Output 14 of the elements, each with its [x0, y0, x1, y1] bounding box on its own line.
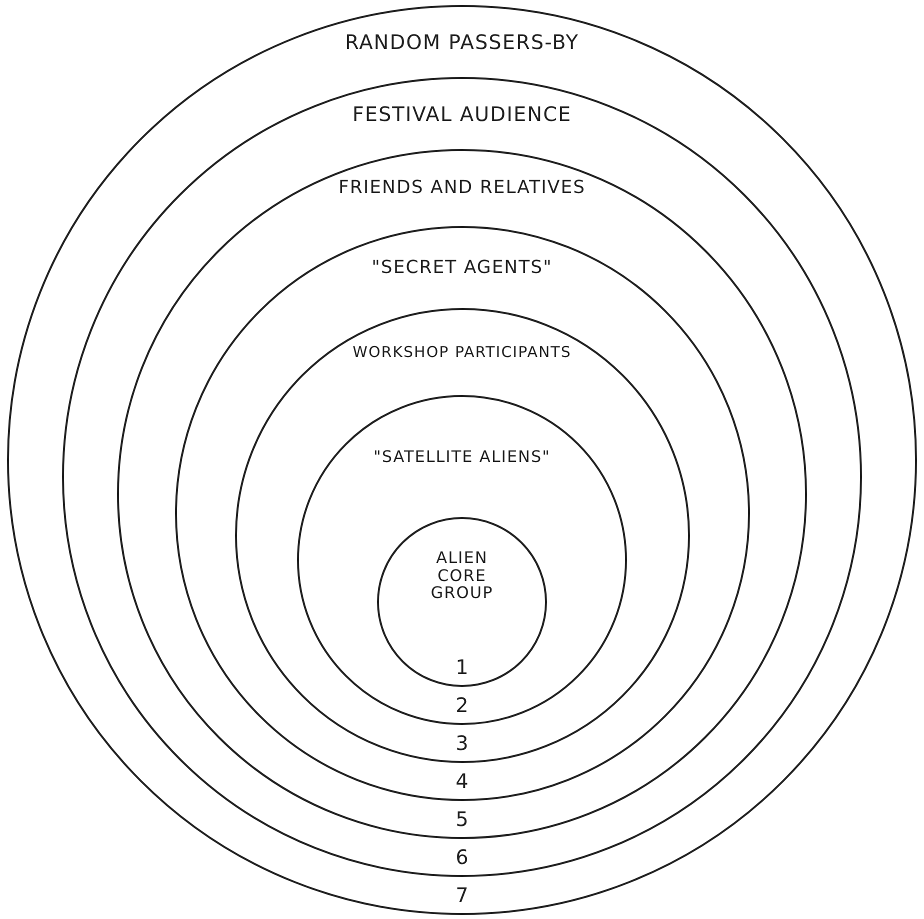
ring-label: FRIENDS AND RELATIVES: [337, 177, 587, 198]
ring-label: RANDOM PASSERS-BY: [344, 30, 580, 54]
ring-number: 1: [454, 654, 470, 678]
ring-label: ALIEN CORE GROUP: [430, 549, 494, 602]
ring-number: 5: [454, 806, 470, 830]
ring-label: "SECRET AGENTS": [370, 256, 554, 278]
ring-label: FESTIVAL AUDIENCE: [351, 102, 573, 126]
ring-number: 4: [454, 768, 470, 792]
ring-label: "SATELLITE ALIENS": [372, 447, 552, 466]
ring-number: 7: [454, 882, 470, 906]
ring-label: WORKSHOP PARTICIPANTS: [352, 343, 572, 362]
ring-number: 3: [454, 730, 470, 754]
ring-number: 6: [454, 844, 470, 868]
ring-number: 2: [454, 692, 470, 716]
